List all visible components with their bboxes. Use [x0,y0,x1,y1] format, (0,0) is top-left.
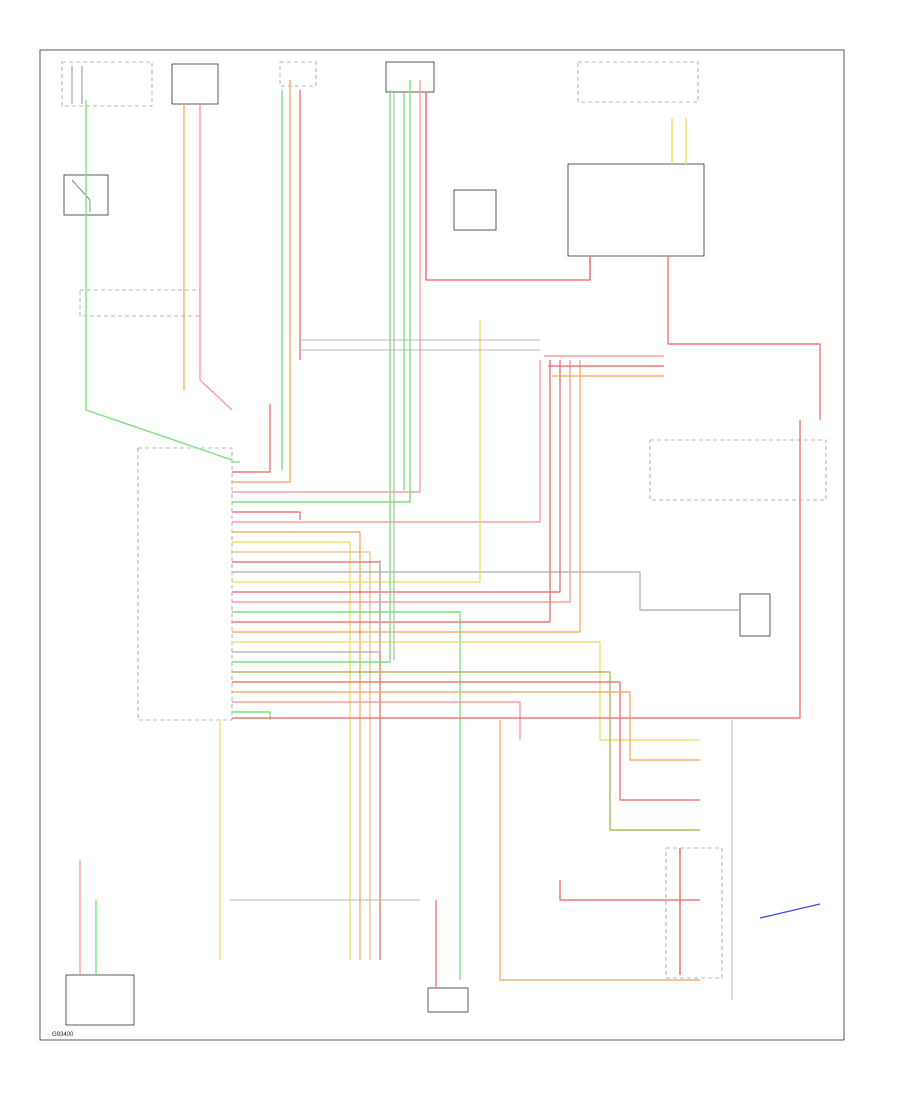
pcm-connector [137,447,233,721]
lower-wire [759,903,821,919]
vertical-wire [667,256,821,420]
connector-wire [232,691,700,761]
connector-wire [232,701,521,740]
connector-wire [232,90,391,663]
connector-wire [232,560,381,653]
connector-wire [232,360,551,623]
sensor-bottom-left [65,974,135,1026]
connector-row-mid [79,289,201,317]
switch-mid [453,189,497,231]
vertical-wire [85,100,233,461]
connector-wire [232,711,271,720]
module-b [279,61,317,87]
connector-wire [232,80,411,503]
fuse-block-top-right [577,61,699,103]
diagram-border [39,49,845,1041]
connector-bottom-right [665,847,723,979]
connector-wire [232,360,561,593]
connector-wire [232,641,700,741]
connector-wire [232,360,581,633]
connector-wire [232,541,351,960]
vertical-wire [425,92,591,281]
connector-wire [232,360,541,523]
connector-wire [232,681,700,801]
connector-wire [232,404,271,473]
vertical-wire [199,104,233,411]
connector-wire [232,551,371,960]
switch-block-right [649,439,827,501]
connector-wire [232,360,571,603]
connector-wire [232,611,461,980]
connector-wire [232,80,421,493]
connector-wire [232,420,801,719]
connector-wire [232,531,361,960]
diagram-code: G93400 [52,1032,74,1038]
connector-wire [232,671,700,831]
connector-wire [232,571,740,611]
sensor-bottom-mid [427,987,469,1013]
connector-wire [232,511,301,520]
sensor-right [739,593,771,637]
lower-wire [559,880,700,901]
connector-wire [232,320,481,583]
connector-wire [232,80,291,483]
module-a [171,63,219,105]
lower-wire [499,720,700,981]
control-module-right [567,163,705,257]
wire-layer [79,80,821,1000]
fuse-block-top-left [61,61,153,107]
